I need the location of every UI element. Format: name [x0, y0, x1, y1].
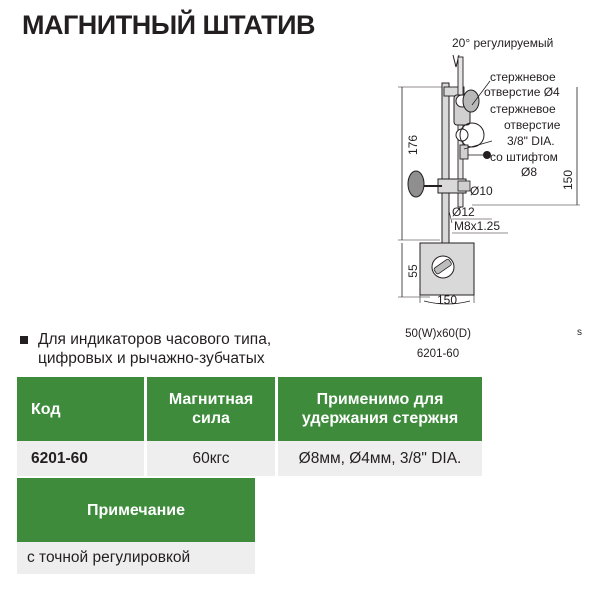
dim-176: 176: [406, 135, 420, 155]
note-header: Примечание: [17, 478, 255, 542]
small-mark: s: [577, 327, 582, 338]
header-force-line-2: сила: [192, 410, 230, 427]
dim-150-vertical: 150: [561, 170, 575, 190]
header-force: Магнитная сила: [147, 377, 278, 441]
base-size: 50(W)x60(D): [405, 328, 471, 340]
dim-150-horizontal: 150: [437, 293, 457, 307]
fine-adjust-knob: [462, 89, 480, 113]
dim-d12: Ø12: [452, 205, 475, 219]
dim-m8: M8x1.25: [454, 219, 500, 233]
dim-d10: Ø10: [470, 184, 493, 198]
pin-icon: [483, 151, 491, 159]
pin-line-2: Ø8: [521, 165, 537, 179]
cell-rod: Ø8мм, Ø4мм, 3/8" DIA.: [278, 441, 482, 476]
cell-code: 6201-60: [17, 441, 147, 476]
description-line-2: цифровых и рычажно-зубчатых: [38, 350, 265, 367]
rod-hole-4-line-1: стержневое: [490, 70, 556, 84]
cell-force: 60кгс: [147, 441, 278, 476]
rod-hole-38-line-3: 3/8" DIA.: [507, 134, 555, 148]
magnetic-base: [419, 242, 475, 296]
spec-header-row: Код Магнитная сила Применимо для удержан…: [17, 377, 482, 441]
main-rod: [441, 82, 450, 244]
dim-55: 55: [406, 264, 420, 278]
note-table: Примечание с точной регулировкой: [17, 478, 255, 574]
rod-hole-38-line-1: стержневое: [490, 102, 556, 116]
pin-line-1: со штифтом: [490, 150, 558, 164]
header-code: Код: [17, 377, 147, 441]
header-rod-line-2: удержания стержня: [301, 410, 459, 427]
stand-diagram: 20° регулируемый 176 55 150: [380, 35, 600, 365]
description-line-1: Для индикаторов часового типа,: [38, 331, 272, 348]
rod-hole-38-line-2: отверстие: [504, 118, 561, 132]
header-force-line-1: Магнитная: [168, 391, 254, 408]
rod-hole-4-line-2: отверстие Ø4: [484, 85, 560, 99]
note-value: с точной регулировкой: [17, 542, 255, 574]
page-title: МАГНИТНЫЙ ШТАТИВ: [22, 10, 316, 40]
table-row: 6201-60 60кгс Ø8мм, Ø4мм, 3/8" DIA.: [17, 441, 482, 476]
header-rod-line-1: Применимо для: [316, 391, 444, 408]
description: Для индикаторов часового типа, цифровых …: [20, 330, 271, 368]
spec-table: Код Магнитная сила Применимо для удержан…: [17, 377, 482, 476]
bullet-icon: [20, 336, 28, 344]
header-rod: Применимо для удержания стержня: [278, 377, 482, 441]
angle-label: 20° регулируемый: [452, 36, 553, 50]
clamp-handle-knob: [407, 170, 425, 198]
model-caption: 6201-60: [417, 348, 459, 360]
